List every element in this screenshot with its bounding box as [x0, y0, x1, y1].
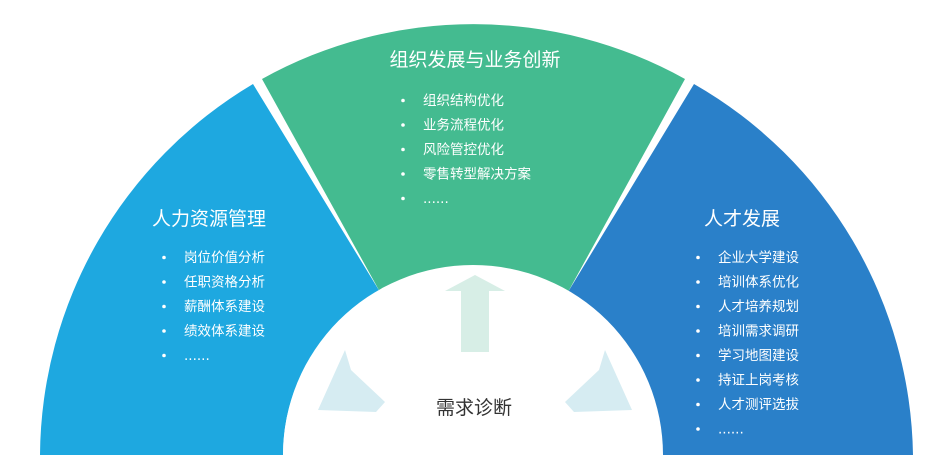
right-bullet: [696, 402, 700, 407]
right-segment: [568, 84, 913, 455]
right-bullet: [696, 280, 700, 284]
left-bullet: [162, 353, 166, 358]
middle-bullet: [401, 172, 405, 176]
right-title: 人才发展: [704, 208, 780, 230]
middle-list-item: 零售转型解决方案: [423, 166, 531, 183]
middle-segment: [262, 24, 685, 293]
right-list-item: 企业大学建设: [718, 249, 799, 266]
middle-list-item: 风险管控优化: [423, 142, 504, 158]
left-list-item: 任职资格分析: [184, 275, 265, 291]
middle-bullet: [401, 98, 405, 103]
middle-list-item: 业务流程优化: [423, 118, 504, 134]
right-bullet: [696, 255, 700, 260]
left-segment: [40, 84, 380, 455]
right-bullet: [696, 427, 700, 431]
left-list-item: 岗位价值分析: [184, 250, 265, 266]
right-item-list: 企业大学建设培训体系优化人才培养规划培训需求调研学习地图建设持证上岗考核人才测评…: [696, 249, 799, 438]
right-list-item: 人才培养规划: [718, 299, 799, 315]
right-list-item: ......: [718, 422, 744, 438]
middle-item-list: 组织结构优化业务流程优化风险管控优化零售转型解决方案......: [401, 93, 531, 207]
left-item-list: 岗位价值分析任职资格分析薪酬体系建设绩效体系建设......: [162, 250, 265, 364]
right-list-item: 培训体系优化: [718, 275, 799, 291]
left-list-item: 薪酬体系建设: [184, 299, 265, 315]
right-list-item: 学习地图建设: [718, 348, 799, 364]
right-list-item: 持证上岗考核: [718, 373, 799, 389]
left-bullet: [162, 255, 166, 260]
center-label: 需求诊断: [436, 397, 512, 419]
arrow-left: [318, 350, 385, 412]
left-bullet: [162, 304, 166, 309]
arrow-right: [565, 350, 632, 412]
middle-bullet: [401, 196, 405, 201]
arrow-up: [445, 275, 505, 352]
right-bullet: [696, 378, 700, 382]
middle-bullet: [401, 123, 405, 127]
left-list-item: 绩效体系建设: [184, 324, 265, 340]
left-title: 人力资源管理: [152, 208, 266, 230]
right-bullet: [696, 329, 700, 333]
left-list-item: ......: [184, 348, 210, 364]
right-bullet: [696, 304, 700, 309]
left-bullet: [162, 280, 166, 284]
left-bullet: [162, 329, 166, 333]
middle-bullet: [401, 147, 405, 152]
middle-list-item: 组织结构优化: [423, 93, 504, 109]
middle-list-item: ......: [423, 191, 449, 207]
right-list-item: 人才测评选拔: [718, 397, 799, 413]
middle-title: 组织发展与业务创新: [389, 49, 560, 71]
right-list-item: 培训需求调研: [718, 324, 799, 340]
right-bullet: [696, 353, 700, 358]
